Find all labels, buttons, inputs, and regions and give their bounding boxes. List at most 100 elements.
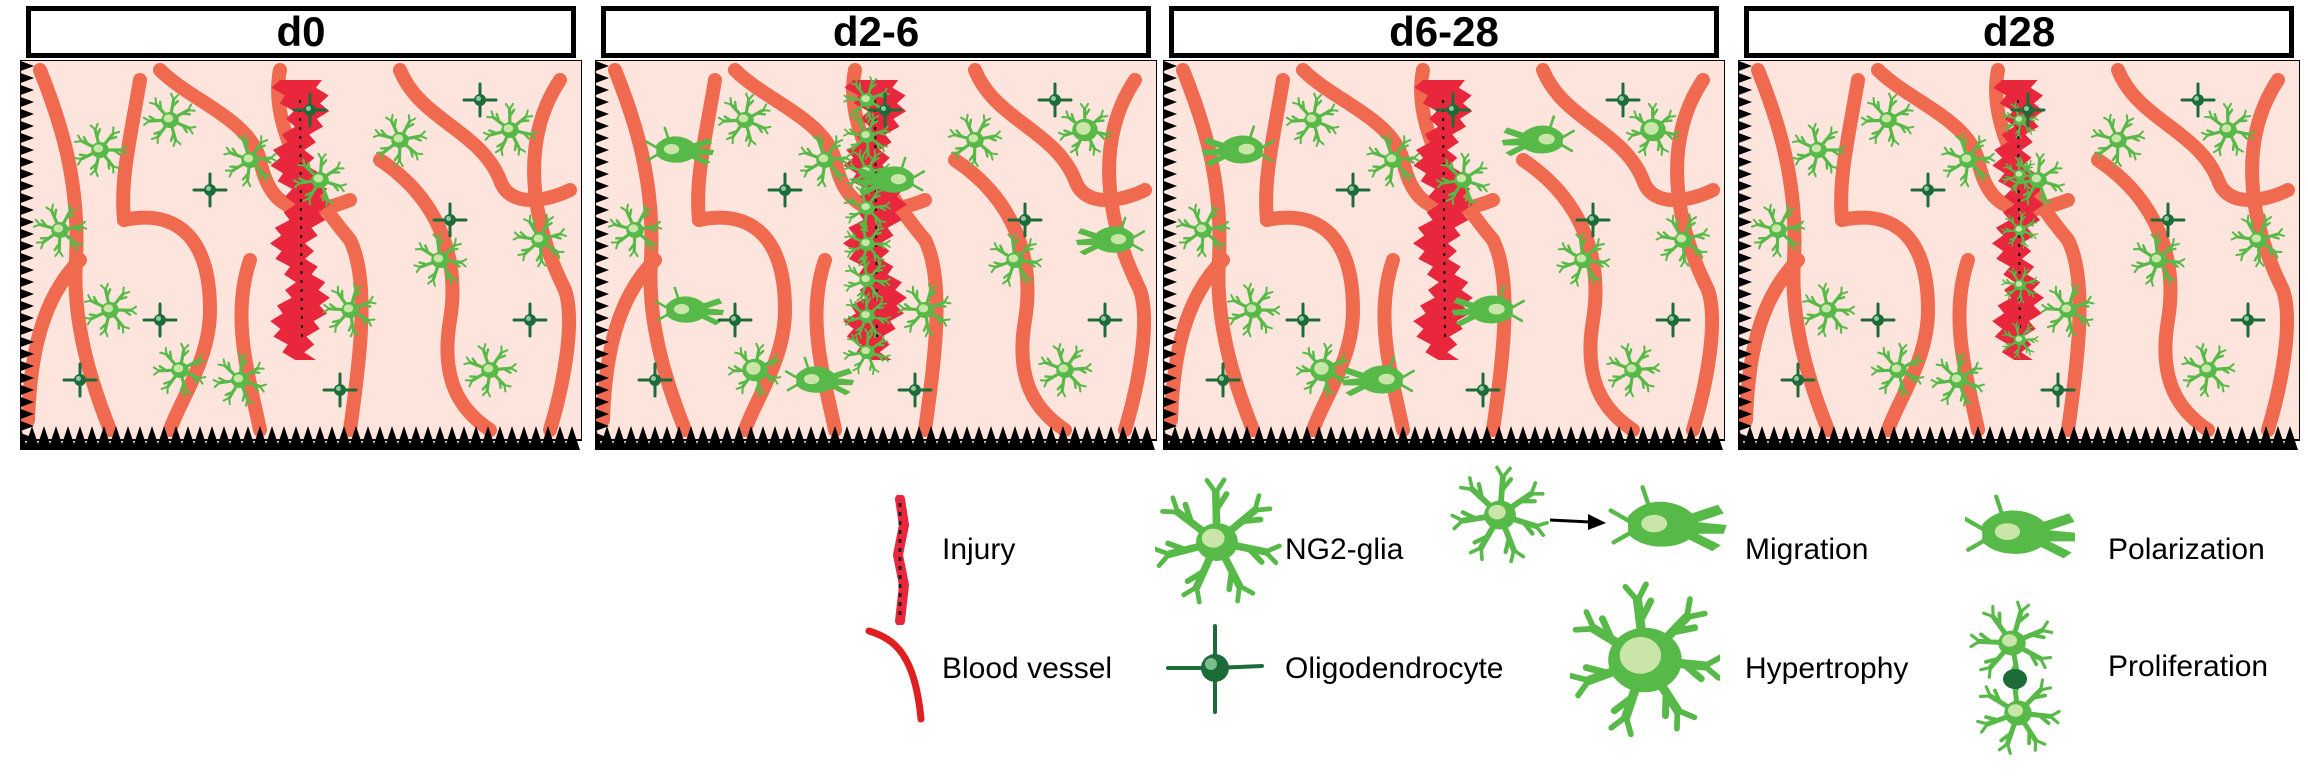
oligodendrocyte-cell	[867, 92, 903, 128]
ng2-glia-cell	[73, 122, 128, 178]
ng2-glia-cell	[1295, 342, 1350, 398]
ng2-glia-cell	[897, 282, 952, 338]
ng2-glia-cell	[413, 232, 468, 287]
ng2-glia-cell	[1606, 343, 1661, 398]
ng2-glia-icon	[1155, 477, 1282, 605]
ng2-glia-cell	[1435, 152, 1490, 207]
blood-vessel	[596, 253, 662, 427]
oligodendrocyte-cell	[1465, 372, 1501, 408]
ng2-glia-cell	[2131, 232, 2186, 287]
oligodendrocyte-cell	[717, 302, 753, 338]
oligodendrocyte-cell	[1860, 302, 1896, 338]
blood-vessel-icon	[865, 627, 925, 723]
tissue-illustration	[1738, 60, 2300, 450]
ng2-glia-cell	[843, 328, 891, 376]
ng2-glia-cell	[2001, 266, 2039, 304]
panel-title: d28	[1744, 6, 2294, 58]
oligodendrocyte-cell	[1655, 302, 1691, 338]
blood-vessel	[1164, 253, 1230, 427]
polarized-glia-cell	[1075, 216, 1146, 256]
oligodendrocyte-cell	[2040, 372, 2076, 408]
ng2-glia-cell	[1930, 352, 1985, 407]
oligodendrocyte-cell	[62, 362, 98, 398]
oligodendrocyte-cell	[322, 372, 358, 408]
ng2-glia-cell	[32, 203, 88, 258]
oligodendrocyte-cell	[1605, 82, 1641, 118]
oligodendrocyte-cell	[767, 172, 803, 208]
ng2-glia-cell	[1366, 133, 1421, 188]
legend-oligodendrocyte-label: Oligodendrocyte	[1285, 652, 1504, 685]
oligodendrocyte-cell	[192, 172, 228, 208]
oligodendrocyte-cell	[1037, 82, 1073, 118]
oligodendrocyte-cell	[2150, 202, 2186, 238]
ng2-glia-cell	[1570, 581, 1720, 738]
blood-vessel	[1377, 253, 1410, 437]
oligodendrocyte-cell	[1007, 202, 1043, 238]
ng2-glia-cell	[1870, 342, 1925, 398]
ng2-glia-cell	[2181, 343, 2236, 398]
ng2-glia-cell	[463, 343, 518, 398]
oligodendrocyte-cell	[1910, 172, 1946, 208]
ng2-glia-cell	[947, 113, 1003, 168]
oligodendrocyte-cell	[1780, 362, 1816, 398]
legend-hypertrophy-label: Hypertrophy	[1745, 652, 1909, 685]
ng2-glia-cell	[843, 292, 891, 340]
ng2-glia-cell	[1750, 203, 1806, 258]
polarization-icon	[1965, 494, 2075, 559]
ng2-glia-cell	[482, 102, 538, 157]
oligodendrocyte-cell	[1335, 172, 1371, 208]
ng2-glia-cell	[843, 256, 891, 304]
ng2-glia-cell	[1226, 282, 1281, 338]
ng2-glia-cell	[1791, 122, 1846, 178]
blood-vessel	[692, 210, 792, 437]
oligodendrocyte-cell	[2180, 82, 2216, 118]
legend-ng2-glia-label: NG2-glia	[1285, 533, 1404, 566]
ng2-glia-cell	[372, 113, 428, 168]
ng2-glia-cell	[322, 282, 377, 338]
ng2-glia-cell	[2001, 211, 2039, 249]
ng2-glia-cell	[223, 133, 278, 188]
ng2-glia-cell	[1038, 343, 1093, 398]
ng2-glia-cell	[844, 220, 891, 268]
ng2-glia-cell	[2001, 101, 2039, 139]
injury-site	[270, 80, 330, 360]
oligodendrocyte-cell	[292, 92, 328, 128]
tissue-edge	[595, 60, 1155, 450]
arrow-icon	[1549, 518, 1591, 524]
tissue-illustration	[20, 60, 582, 450]
ng2-glia-cell	[142, 92, 197, 148]
blood-vessel	[1989, 63, 2087, 437]
ng2-glia-cell	[843, 184, 891, 232]
panel-d2-6: d2-6	[595, 0, 1157, 450]
ng2-glia-cell	[1057, 102, 1113, 157]
polarized-glia-cell	[784, 356, 855, 396]
legend-blood-vessel-label: Blood vessel	[942, 652, 1113, 685]
injury-site	[1992, 80, 2044, 360]
polarized-glia-cell	[1501, 115, 1575, 157]
blood-vessel	[1834, 73, 1865, 227]
tissue-edge	[1738, 60, 2298, 450]
tissue-edge	[1163, 60, 1723, 450]
blood-vessel	[948, 153, 1072, 437]
injury-site	[1413, 80, 1473, 360]
oligodendrocyte-cell	[637, 362, 673, 398]
oligodendrocyte-cell	[1087, 302, 1123, 338]
ng2-glia-cell	[152, 342, 207, 398]
oligodendrocyte-cell	[1435, 92, 1471, 128]
ng2-glia-cell	[717, 92, 772, 148]
tissue-edge	[20, 60, 580, 450]
blood-vessel	[1536, 63, 1720, 207]
oligodendrocyte-cell	[897, 372, 933, 408]
legend-proliferation-label: Proliferation	[2108, 650, 2269, 683]
hypertrophy-icon	[1570, 581, 1720, 738]
ng2-glia-cell	[292, 152, 347, 207]
oligodendrocyte-cell	[1205, 362, 1241, 398]
ng2-glia-cell	[83, 282, 138, 338]
ng2-glia-cell	[2200, 102, 2256, 157]
ng2-glia-cell	[1155, 477, 1282, 605]
blood-vessel	[1259, 73, 1290, 227]
polarized-glia-cell	[1608, 485, 1727, 552]
blood-vessel	[968, 63, 1152, 207]
proliferation-icon	[1969, 600, 2061, 755]
